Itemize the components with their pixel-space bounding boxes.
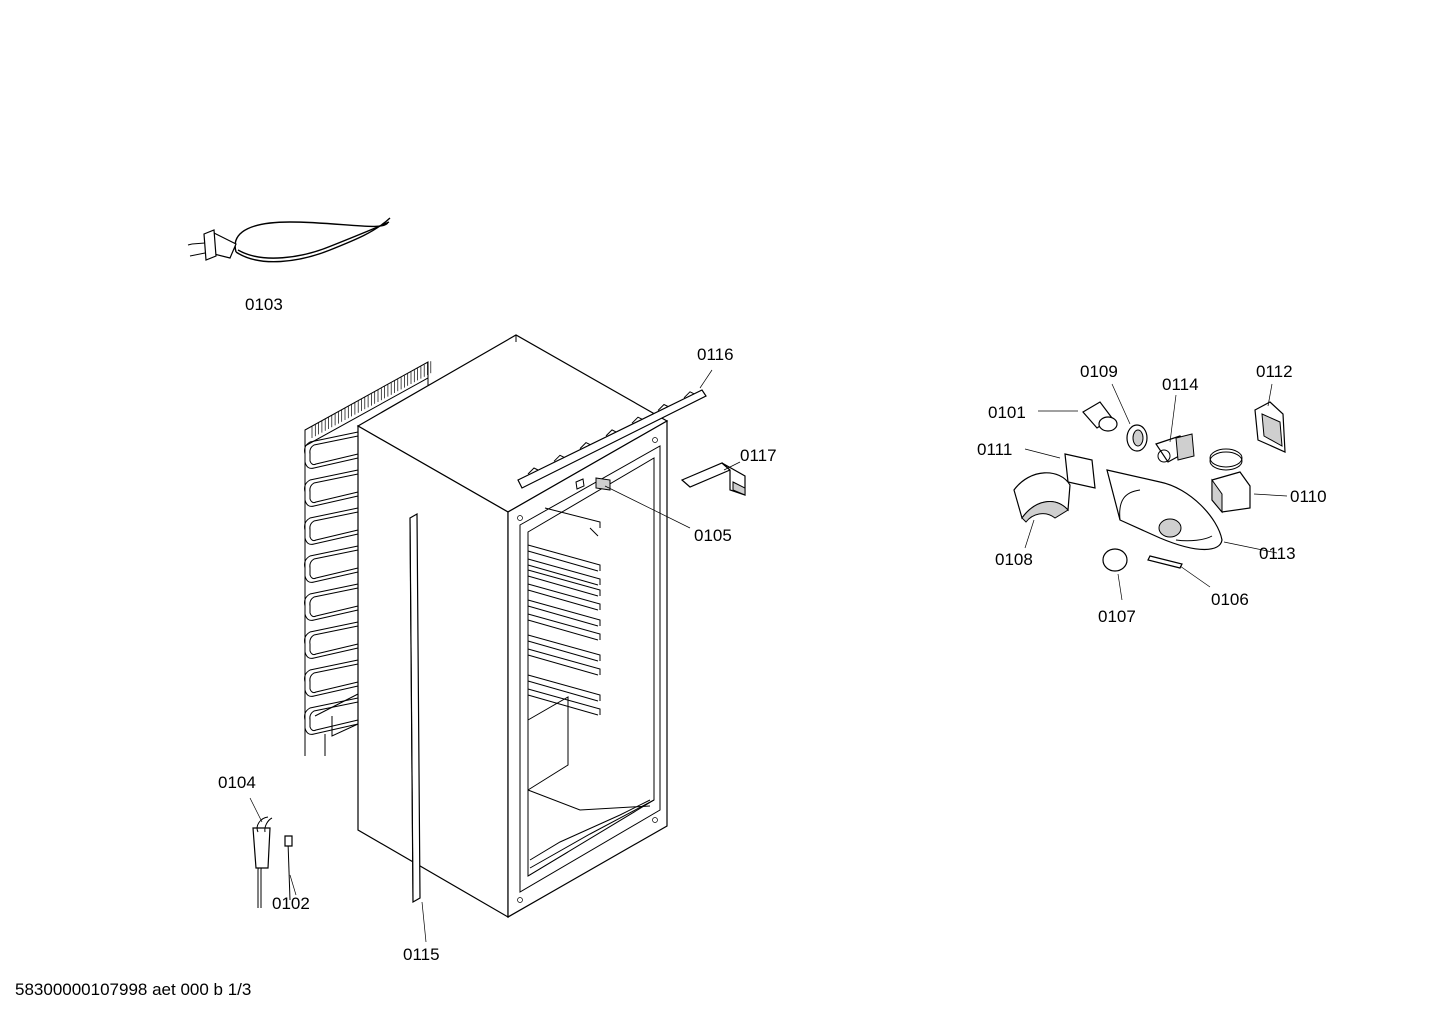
part-label-0106: 0106 xyxy=(1211,590,1249,609)
part-label-0105: 0105 xyxy=(694,526,732,545)
leader-lines xyxy=(249,369,1288,943)
bracket-0117-drawing xyxy=(680,462,746,496)
part-label-0114: 0114 xyxy=(1162,375,1199,394)
condenser-coil-drawing xyxy=(304,361,432,756)
part-label-0113: 0113 xyxy=(1259,544,1296,563)
rail-drawing xyxy=(517,389,707,489)
part-label-0116: 0116 xyxy=(697,345,734,364)
part-label-0107: 0107 xyxy=(1098,607,1136,626)
part-label-0117: 0117 xyxy=(740,446,777,465)
part-label-0110: 0110 xyxy=(1290,487,1327,506)
part-label-0101: 0101 xyxy=(988,403,1026,422)
cabinet-drawing xyxy=(356,334,669,919)
seal-strip-drawing xyxy=(409,512,421,904)
light-thermostat-assembly-drawing xyxy=(1013,401,1286,572)
part-label-0109: 0109 xyxy=(1080,362,1118,381)
part-label-0104: 0104 xyxy=(218,773,256,792)
power-cord-drawing xyxy=(187,217,391,263)
part-label-0112: 0112 xyxy=(1256,362,1293,381)
part-label-0103: 0103 xyxy=(245,295,283,314)
part-label-0115: 0115 xyxy=(403,945,440,964)
part-label-0102: 0102 xyxy=(272,894,310,913)
document-code: 58300000107998 aet 000 b 1/3 xyxy=(15,980,252,999)
part-label-0111: 0111 xyxy=(977,440,1012,459)
part-label-0108: 0108 xyxy=(995,550,1033,569)
sensor-0104-drawing xyxy=(252,816,293,908)
